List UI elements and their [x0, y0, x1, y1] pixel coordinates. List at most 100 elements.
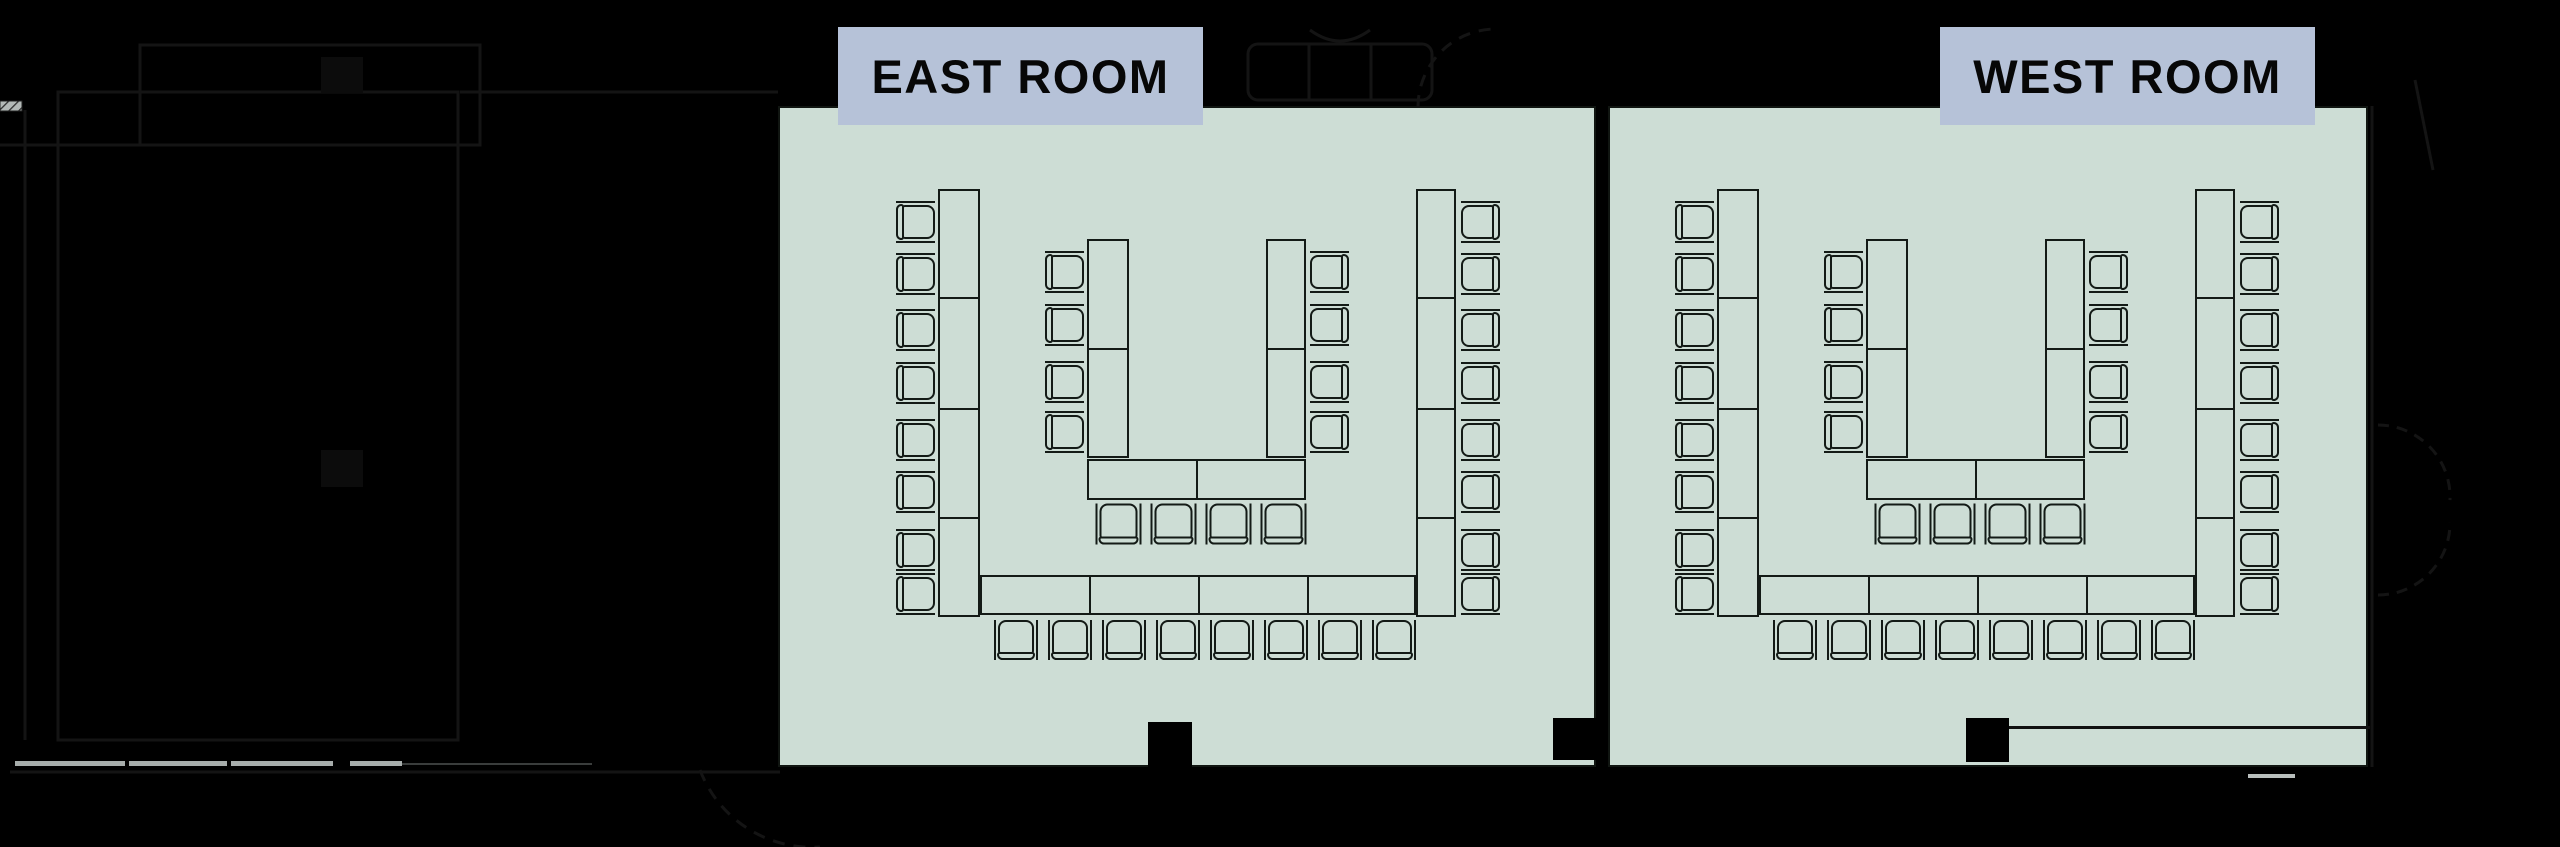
west-chair — [1878, 503, 1917, 541]
east-chair — [1461, 577, 1496, 611]
east-chair — [1045, 304, 1084, 346]
east-chair — [1264, 503, 1303, 541]
west-chair — [1933, 503, 1972, 541]
west-chair — [1675, 201, 1714, 243]
east-inner-right-table-run-divider — [1266, 348, 1306, 350]
east-chair — [1268, 620, 1304, 656]
east-inner-left-table-run-divider — [1087, 348, 1129, 350]
east-outer-left-table-run-divider — [938, 408, 980, 410]
west-chair — [2240, 313, 2275, 347]
east-chair — [1214, 620, 1250, 656]
east-outer-left-table-run-divider — [938, 517, 980, 519]
west-inner-left-table-run-divider — [1866, 348, 1908, 350]
west-chair — [2089, 365, 2124, 399]
west-chair — [1824, 411, 1863, 453]
west-room-label: WEST ROOM — [1940, 27, 2315, 125]
east-chair — [1461, 423, 1496, 457]
east-chair — [1461, 475, 1496, 509]
east-chair — [1099, 503, 1138, 541]
east-chair — [1461, 313, 1496, 347]
west-chair — [1675, 573, 1714, 615]
west-outer-left-table-run — [1717, 189, 1759, 617]
east-chair — [1160, 620, 1196, 656]
east-chair — [1106, 620, 1142, 656]
east-outer-right-table-run-divider — [1416, 517, 1456, 519]
east-chair — [1045, 411, 1084, 453]
east-chair — [1045, 361, 1084, 403]
west-chair — [1675, 362, 1714, 404]
west-chair — [1993, 620, 2029, 656]
west-outer-bottom-table-run-divider — [1868, 575, 1870, 615]
west-outer-left-table-run-divider — [1717, 517, 1759, 519]
east-outer-bottom-table-run-divider — [1307, 575, 1309, 615]
west-chair — [2240, 577, 2275, 611]
east-chair — [896, 253, 935, 295]
west-chair — [1824, 251, 1863, 293]
east-chair — [896, 309, 935, 351]
west-chair — [1675, 419, 1714, 461]
east-outer-right-table-run-divider — [1416, 408, 1456, 410]
west-chair — [1675, 309, 1714, 351]
west-chair — [2240, 257, 2275, 291]
east-room-door-marker — [1148, 722, 1192, 767]
west-chair — [1824, 304, 1863, 346]
west-chair — [2089, 255, 2124, 289]
east-chair — [1209, 503, 1248, 541]
east-chair — [896, 573, 935, 615]
east-outer-bottom-table-run-divider — [1198, 575, 1200, 615]
east-outer-right-table-run — [1416, 189, 1456, 617]
west-chair — [2240, 533, 2275, 567]
west-chair — [2043, 503, 2082, 541]
west-outer-bottom-table-run-divider — [1977, 575, 1979, 615]
east-room-corner-door-marker — [1553, 718, 1596, 760]
east-chair — [1154, 503, 1193, 541]
west-room-door-marker — [1966, 718, 2009, 762]
west-outer-right-table-run-divider — [2195, 408, 2235, 410]
west-chair — [1675, 253, 1714, 295]
west-chair — [1824, 361, 1863, 403]
west-outer-left-table-run-divider — [1717, 297, 1759, 299]
east-chair — [1461, 257, 1496, 291]
west-chair — [2089, 308, 2124, 342]
west-chair — [1675, 529, 1714, 571]
east-chair — [896, 362, 935, 404]
west-chair — [2089, 415, 2124, 449]
west-chair — [1675, 471, 1714, 513]
east-chair — [1310, 308, 1345, 342]
west-room-partition-line — [2009, 726, 2370, 729]
east-outer-left-table-run-divider — [938, 297, 980, 299]
east-chair — [1045, 251, 1084, 293]
east-chair — [896, 529, 935, 571]
west-chair — [1831, 620, 1867, 656]
west-chair — [1777, 620, 1813, 656]
west-chair — [2240, 366, 2275, 400]
east-chair — [1322, 620, 1358, 656]
west-outer-right-table-run — [2195, 189, 2235, 617]
west-chair — [1939, 620, 1975, 656]
east-inner-bottom-table-run-divider — [1196, 459, 1198, 500]
west-chair — [2240, 205, 2275, 239]
west-chair — [2240, 423, 2275, 457]
west-chair — [2240, 475, 2275, 509]
east-chair — [1310, 255, 1345, 289]
east-chair — [1376, 620, 1412, 656]
west-room-label-text: WEST ROOM — [1973, 49, 2282, 103]
east-chair — [1052, 620, 1088, 656]
west-chair — [2047, 620, 2083, 656]
west-chair — [2155, 620, 2191, 656]
east-chair — [896, 201, 935, 243]
east-outer-right-table-run-divider — [1416, 297, 1456, 299]
east-chair — [998, 620, 1034, 656]
east-chair — [896, 419, 935, 461]
east-chair — [1461, 205, 1496, 239]
west-outer-right-table-run-divider — [2195, 517, 2235, 519]
east-chair — [1310, 415, 1345, 449]
east-chair — [1461, 533, 1496, 567]
east-chair — [1310, 365, 1345, 399]
west-inner-right-table-run-divider — [2045, 348, 2085, 350]
east-outer-left-table-run — [938, 189, 980, 617]
east-chair — [896, 471, 935, 513]
west-inner-bottom-table-run-divider — [1975, 459, 1977, 500]
